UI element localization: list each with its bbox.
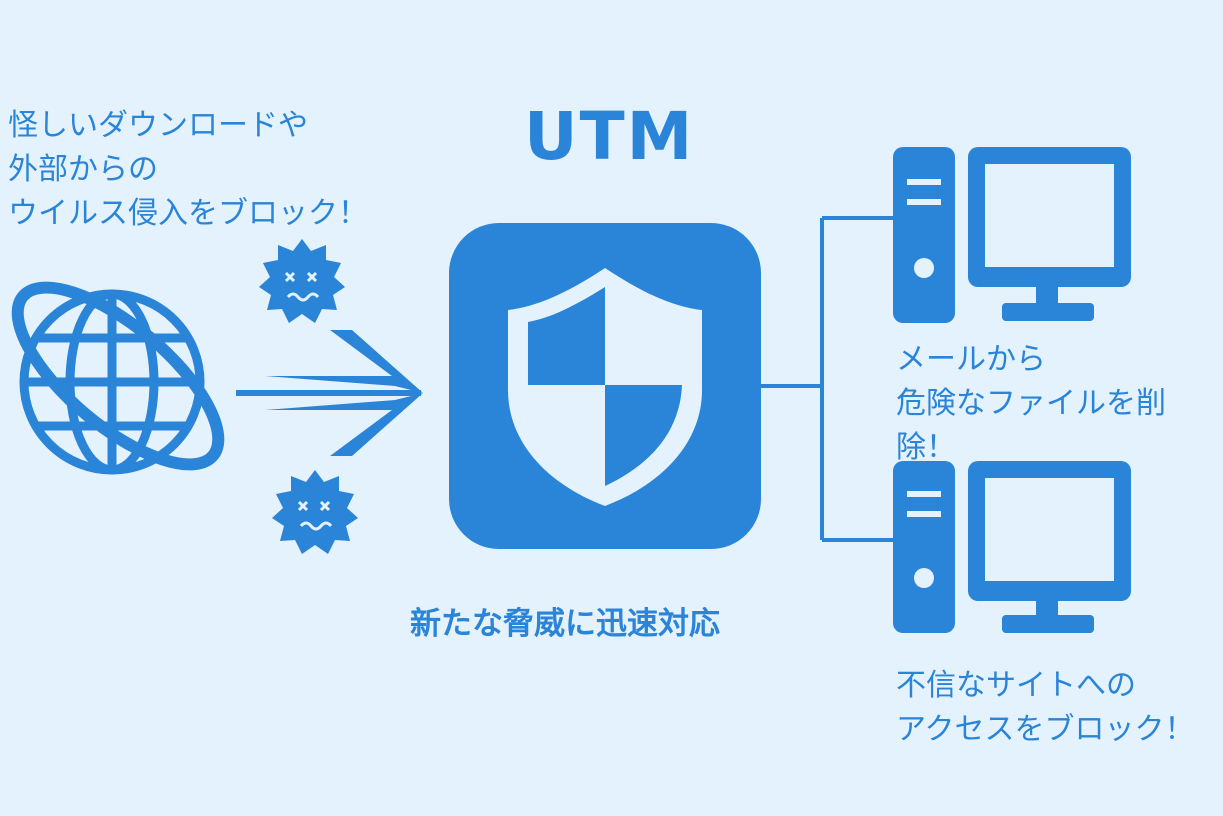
globe-icon (11, 281, 225, 475)
virus-icon (272, 470, 358, 554)
network-lines (761, 216, 893, 542)
computer-icon (893, 147, 1131, 323)
left-note: 怪しいダウンロードや 外部からの ウイルス侵入をブロック！ (8, 108, 368, 231)
right-note-site-block: 不信なサイトへの アクセスをブロック！ (896, 668, 1195, 747)
utm-device (449, 223, 761, 549)
shield-icon (508, 268, 702, 506)
right-note-email: メールから 危険なファイルを削除！ (896, 342, 1166, 465)
diagram-subtitle: 新たな脅威に迅速対応 (410, 606, 720, 642)
arrow-icon (236, 330, 423, 456)
computer-icon (893, 461, 1131, 633)
diagram-title: UTM (524, 98, 695, 175)
virus-icon (259, 239, 345, 323)
